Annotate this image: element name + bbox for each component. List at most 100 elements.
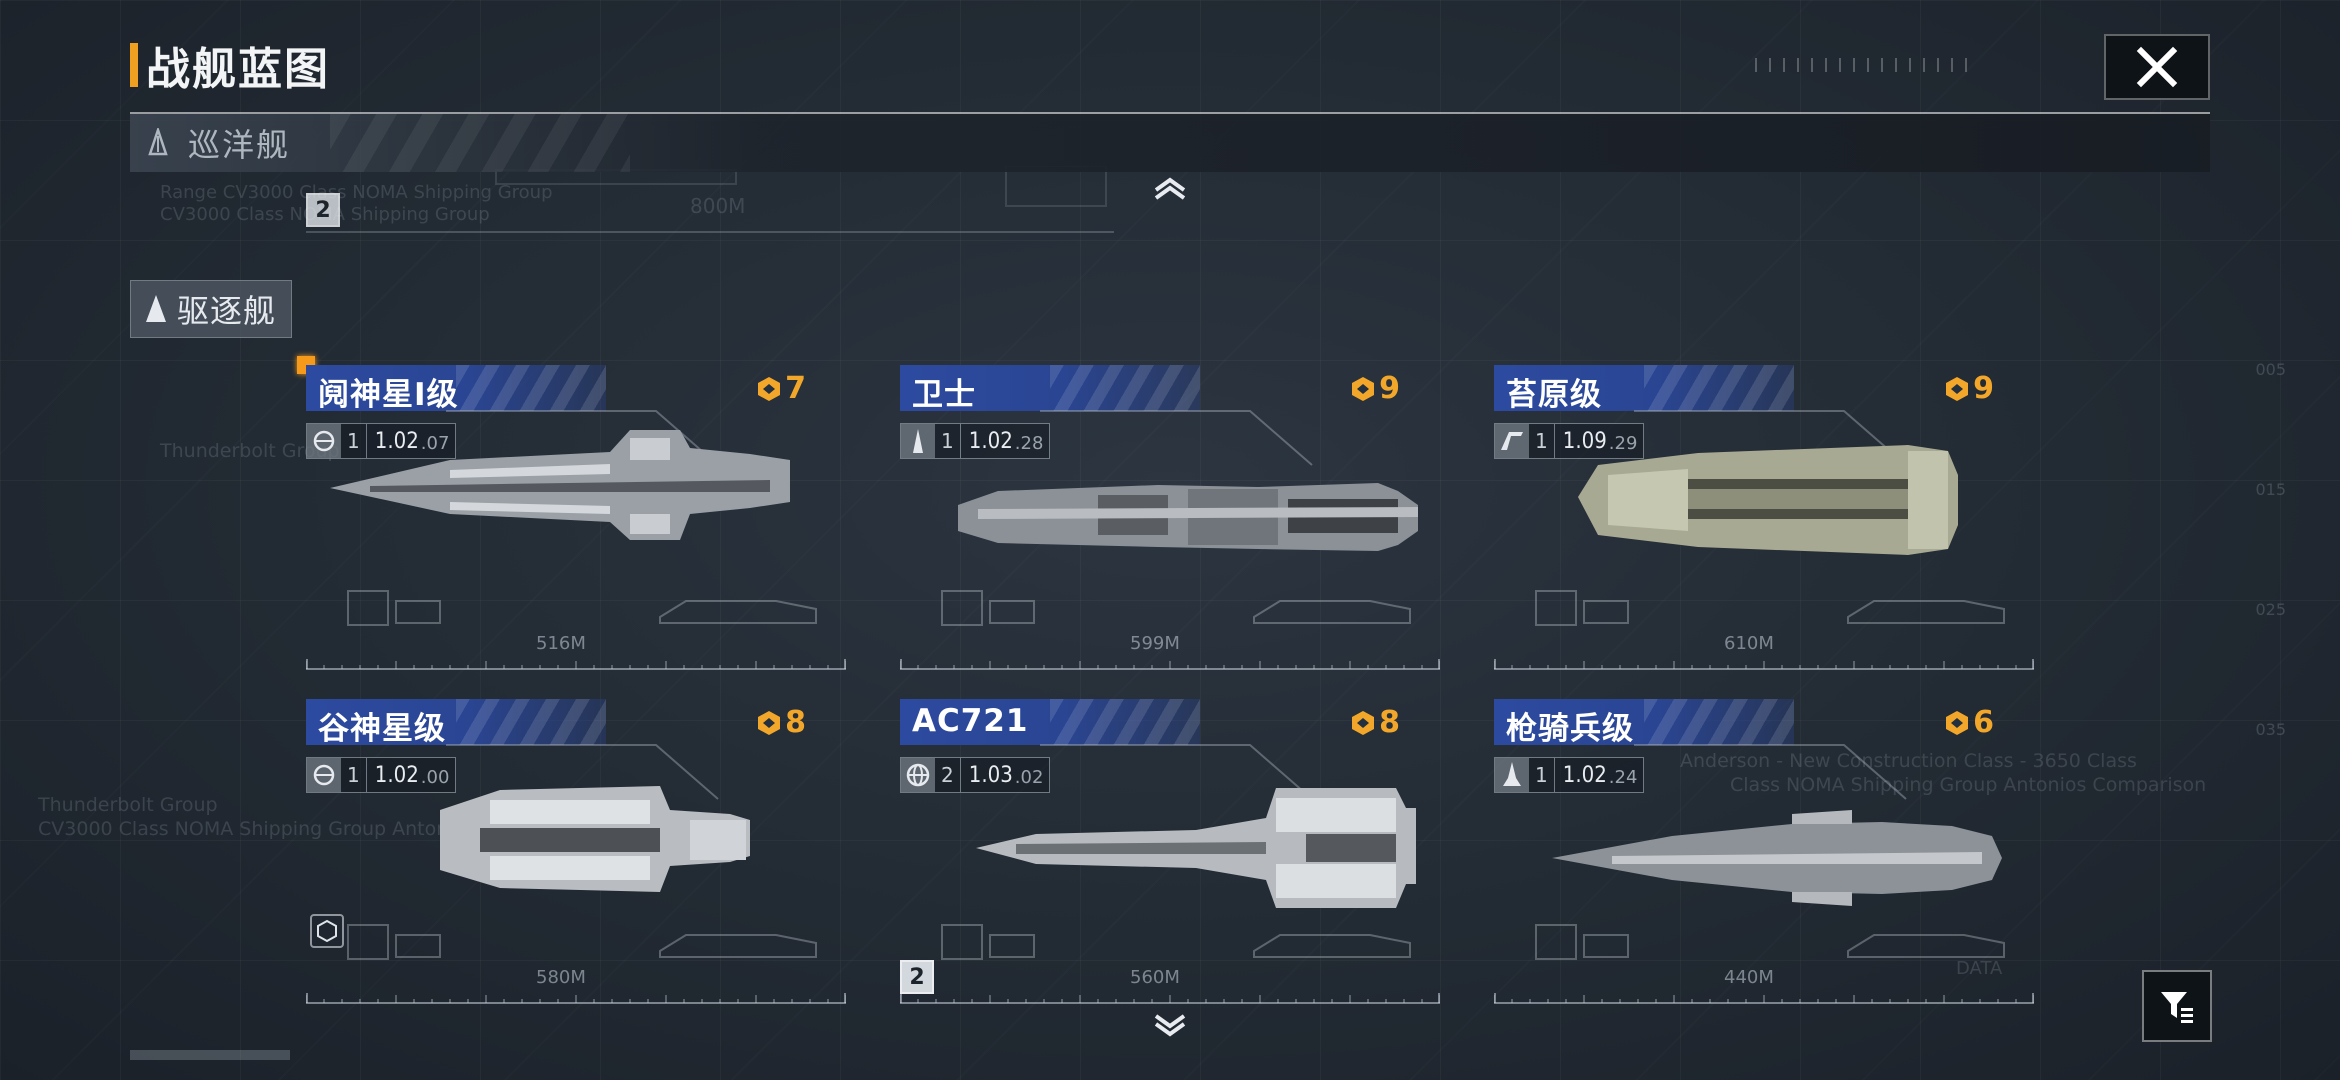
schematic-sketch	[941, 924, 1035, 960]
ship-version: 1.02	[968, 428, 1013, 454]
ship-version: 1.03	[968, 762, 1013, 788]
ship-image	[440, 786, 750, 892]
length-ruler	[900, 659, 1440, 670]
ship-name-bar	[306, 699, 606, 745]
ship-build: .29	[1608, 432, 1638, 454]
hexagon-marker	[310, 914, 344, 948]
cruiser-icon	[140, 125, 176, 161]
ship-card[interactable]: 苔原级 9 1 1.09 .29	[1494, 365, 2034, 675]
close-icon	[2136, 46, 2178, 88]
ship-name: AC721	[912, 703, 1029, 739]
rarity-emblem-icon	[1946, 710, 1969, 735]
ship-version: 1.02	[374, 428, 419, 454]
schematic-sketch	[1535, 924, 1629, 960]
ship-card[interactable]: 卫士 9 1 1.02 .28	[900, 365, 1440, 675]
ship-rarity: 7	[755, 371, 806, 406]
category-tab-destroyer[interactable]: 驱逐舰	[130, 280, 292, 338]
name-bar-stripes	[1644, 365, 1794, 411]
page-badge: 2	[900, 960, 934, 994]
rarity-emblem-icon	[1946, 376, 1969, 401]
category-label-cruiser: 巡洋舰	[188, 126, 291, 164]
schematic-sketch	[1253, 600, 1411, 624]
rarity-emblem-icon	[758, 376, 781, 401]
schematic-sketch	[1847, 600, 2005, 624]
schematic-sketch	[347, 924, 441, 960]
filter-icon	[2161, 992, 2193, 1023]
ship-stats: 1 1.02 .28	[900, 423, 1051, 459]
rarity-value: 8	[1379, 705, 1400, 740]
ship-name-bar	[1494, 365, 1794, 411]
ship-tier: 1	[341, 424, 367, 458]
ship-name-bar	[900, 365, 1200, 411]
rarity-value: 8	[785, 705, 806, 740]
ship-name-bar	[306, 365, 606, 411]
title-accent	[130, 43, 138, 87]
globe-icon	[307, 424, 341, 458]
ship-stats: 1 1.09 .29	[1494, 423, 1645, 459]
ship-build: .00	[420, 766, 450, 788]
rarity-value: 9	[1973, 371, 1994, 406]
ghost-text: Range CV3000 Class NOMA Shipping Group	[160, 182, 553, 203]
ship-length: 516M	[536, 633, 586, 654]
header-divider	[130, 112, 2210, 114]
category-bar-cruiser[interactable]: 巡洋舰	[130, 114, 2210, 172]
ghost-text: Class NOMA Shipping Group Antonios Compa…	[1730, 774, 2207, 796]
side-ruler: 005 015 025 035	[2255, 250, 2300, 950]
schematic-sketch	[659, 934, 817, 958]
rarity-emblem-icon	[1352, 376, 1375, 401]
ghost-text: Thunderbolt Group	[38, 794, 218, 816]
length-ruler	[1494, 993, 2034, 1004]
ship-length: 440M	[1724, 967, 1774, 988]
name-bar-stripes	[1644, 699, 1794, 745]
ship-image	[1578, 445, 1958, 555]
chevron-down-icon	[1154, 1014, 1186, 1037]
schematic-sketch	[1847, 934, 2005, 958]
schematic-sketch	[1253, 934, 1411, 958]
ghost-text: DATA	[1956, 958, 2003, 979]
ship-tier: 1	[341, 758, 367, 792]
ghost-text: Thunderbolt Group	[160, 440, 340, 462]
close-button[interactable]	[2104, 34, 2210, 100]
rarity-emblem-icon	[758, 710, 781, 735]
ship-image	[976, 788, 1416, 908]
ship-name: 卫士	[912, 377, 976, 413]
globe-icon	[307, 758, 341, 792]
ship-image	[330, 430, 790, 540]
ship-card[interactable]: AC721 8 2 1.03 .02	[900, 699, 1440, 1009]
side-tick: 015	[2255, 480, 2286, 499]
ship-stats: 1 1.02 .07	[306, 423, 457, 459]
name-bar-stripes	[1050, 365, 1200, 411]
ship-length: 580M	[536, 967, 586, 988]
length-ruler	[1494, 659, 2034, 670]
rocket-icon	[1495, 758, 1529, 792]
side-tick: 025	[2255, 600, 2286, 619]
filter-button[interactable]	[2142, 970, 2212, 1042]
hexagon-icon	[317, 919, 337, 943]
page-title: 战舰蓝图	[146, 44, 330, 95]
page-badge: 2	[306, 193, 340, 227]
speed-icon	[1495, 424, 1529, 458]
chevron-up-icon	[1154, 177, 1186, 200]
ship-length: 560M	[1130, 967, 1180, 988]
ship-rarity: 8	[1349, 705, 1400, 740]
ship-name: 枪骑兵级	[1506, 711, 1634, 747]
schematic-sketch	[1535, 590, 1629, 626]
destroyer-icon	[146, 295, 166, 322]
schematic-sketch	[347, 590, 441, 626]
ship-tier: 1	[1529, 424, 1555, 458]
ship-version: 1.02	[374, 762, 419, 788]
ghost-length: 800M	[690, 194, 746, 218]
ship-rarity: 6	[1943, 705, 1994, 740]
ship-name: 阋神星I级	[318, 377, 459, 413]
category-bar-stripes	[330, 114, 630, 172]
ship-name-bar	[900, 699, 1200, 745]
ship-build: .28	[1014, 432, 1044, 454]
ghost-text: Anderson - New Construction Class - 3650…	[1680, 750, 2137, 772]
scroll-up-button[interactable]	[1152, 176, 1188, 204]
ship-tier: 2	[935, 758, 961, 792]
ship-length: 610M	[1724, 633, 1774, 654]
ship-name-bar	[1494, 699, 1794, 745]
ship-build: .07	[420, 432, 450, 454]
schematic-sketch	[941, 590, 1035, 626]
scroll-down-button[interactable]	[1152, 1012, 1188, 1044]
